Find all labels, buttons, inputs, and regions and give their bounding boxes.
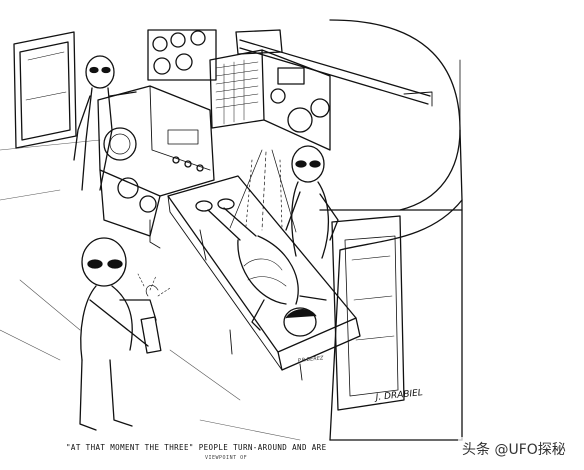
control-cabinet bbox=[97, 85, 215, 249]
operating-table bbox=[167, 175, 361, 381]
light-beam bbox=[229, 149, 297, 233]
floor bbox=[0, 139, 301, 441]
wall-panel bbox=[331, 215, 405, 411]
caption-sub: VIEWPOINT OF bbox=[205, 455, 248, 461]
overhead-machine bbox=[147, 29, 331, 151]
caption: "AT THAT MOMENT THE THREE" PEOPLE TURN-A… bbox=[66, 443, 327, 452]
curved-wall bbox=[319, 19, 463, 441]
overhead-rail bbox=[239, 39, 433, 107]
alien-back-left bbox=[73, 55, 137, 191]
alien-by-table bbox=[285, 145, 339, 259]
watermark: 头条 @UFO探秘 bbox=[458, 437, 570, 461]
artist-signature-small: P.R.BEREZ bbox=[298, 355, 325, 364]
doorway bbox=[13, 31, 77, 149]
human-on-table bbox=[195, 198, 327, 337]
alien-foreground bbox=[79, 237, 171, 431]
